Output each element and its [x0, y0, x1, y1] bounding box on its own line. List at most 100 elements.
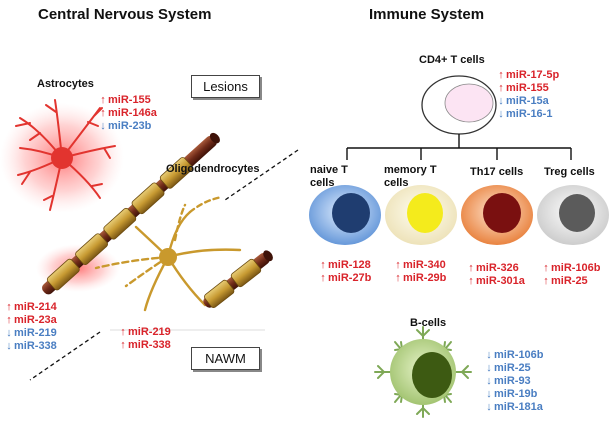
mirna-item: ↑miR-326 [466, 262, 525, 275]
memory-label-line1: memory T [384, 164, 437, 176]
th17-mirna-list: ↑miR-326↑miR-301a [466, 262, 525, 288]
mirna-name: miR-146a [108, 107, 157, 119]
mirna-name: miR-106b [494, 349, 544, 361]
mirna-item: ↓miR-93 [484, 375, 544, 388]
arrow-up-icon: ↑ [468, 275, 474, 287]
lesions-box: Lesions [191, 75, 260, 98]
mirna-name: miR-338 [14, 340, 57, 352]
astrocyte-mirna-list: ↑miR-155↑miR-146a↓miR-23b [98, 94, 157, 133]
mirna-name: miR-25 [551, 275, 588, 287]
divider-upper [224, 149, 299, 201]
naive-label-line1: naive T [310, 164, 348, 176]
arrow-up-icon: ↑ [120, 326, 126, 338]
mirna-name: miR-155 [108, 94, 151, 106]
mirna-name: miR-19b [494, 388, 538, 400]
oligodendrocyte-icon [94, 195, 242, 312]
arrow-down-icon: ↓ [6, 327, 12, 339]
mirna-item: ↑miR-29b [393, 272, 446, 285]
cd4-label: CD4+ T cells [419, 54, 485, 66]
arrow-up-icon: ↑ [543, 275, 549, 287]
divider-lower [29, 331, 101, 381]
mirna-item: ↓miR-23b [98, 120, 157, 133]
arrow-up-icon: ↑ [6, 314, 12, 326]
arrow-up-icon: ↑ [468, 262, 474, 274]
mirna-name: miR-93 [494, 375, 531, 387]
mirna-name: miR-155 [506, 82, 549, 94]
memory-t-cell-icon [385, 185, 457, 245]
mirna-name: miR-15a [506, 95, 549, 107]
mirna-item: ↓miR-25 [484, 362, 544, 375]
immune-title: Immune System [369, 6, 485, 23]
arrow-down-icon: ↓ [498, 108, 504, 120]
mirna-item: ↑miR-338 [118, 339, 171, 352]
mirna-item: ↑miR-301a [466, 275, 525, 288]
arrow-up-icon: ↑ [120, 339, 126, 351]
myelinated-axon-secondary [203, 250, 273, 309]
arrow-down-icon: ↓ [100, 120, 106, 132]
mirna-name: miR-301a [476, 275, 525, 287]
arrow-down-icon: ↓ [486, 401, 492, 413]
mirna-item: ↓miR-16-1 [496, 108, 559, 121]
mirna-item: ↓miR-338 [4, 340, 57, 353]
b-cell-icon [374, 326, 472, 418]
mirna-item: ↓miR-219 [4, 327, 57, 340]
mirna-name: miR-17-5p [506, 69, 560, 81]
mirna-name: miR-340 [403, 259, 446, 271]
mirna-item: ↑miR-340 [393, 259, 446, 272]
treg-cell-icon [537, 185, 609, 245]
arrow-up-icon: ↑ [6, 301, 12, 313]
mirna-name: miR-128 [328, 259, 371, 271]
mirna-item: ↑miR-128 [318, 259, 371, 272]
arrow-up-icon: ↑ [395, 272, 401, 284]
bcells-mirna-list: ↓miR-106b↓miR-25↓miR-93↓miR-19b↓miR-181a [484, 349, 544, 414]
memory-label-line2: cells [384, 177, 409, 189]
mirna-item: ↑miR-219 [118, 326, 171, 339]
arrow-up-icon: ↑ [100, 107, 106, 119]
mirna-item: ↓miR-19b [484, 388, 544, 401]
arrow-up-icon: ↑ [543, 262, 549, 274]
mirna-name: miR-106b [551, 262, 601, 274]
mirna-name: miR-27b [328, 272, 372, 284]
treg-mirna-list: ↑miR-106b↑miR-25 [541, 262, 601, 288]
mirna-item: ↑miR-106b [541, 262, 601, 275]
arrow-down-icon: ↓ [486, 375, 492, 387]
mirna-item: ↑miR-17-5p [496, 69, 559, 82]
arrow-up-icon: ↑ [395, 259, 401, 271]
mirna-name: miR-25 [494, 362, 531, 374]
mirna-item: ↑miR-27b [318, 272, 371, 285]
arrow-down-icon: ↓ [486, 349, 492, 361]
arrow-down-icon: ↓ [498, 95, 504, 107]
naive-label-line2: cells [310, 177, 335, 189]
astrocyte-icon [0, 99, 124, 213]
arrow-down-icon: ↓ [6, 340, 12, 352]
arrow-up-icon: ↑ [320, 272, 326, 284]
cd4-mirna-list: ↑miR-17-5p↑miR-155↓miR-15a↓miR-16-1 [496, 69, 559, 121]
oligodendrocytes-label: Oligodendrocytes [166, 163, 260, 175]
mirna-item: ↑miR-155 [98, 94, 157, 107]
mirna-name: miR-16-1 [506, 108, 553, 120]
arrow-up-icon: ↑ [100, 94, 106, 106]
bcells-label: B-cells [410, 317, 447, 329]
mirna-name: miR-326 [476, 262, 519, 274]
cns-title: Central Nervous System [38, 6, 212, 23]
lesion-mirna-list: ↑miR-214↑miR-23a↓miR-219↓miR-338 [4, 301, 57, 353]
mirna-name: miR-23a [14, 314, 57, 326]
mirna-name: miR-29b [403, 272, 447, 284]
mirna-item: ↓miR-15a [496, 95, 559, 108]
mirna-name: miR-23b [108, 120, 152, 132]
mirna-name: miR-338 [128, 339, 171, 351]
treg-label: Treg cells [544, 166, 595, 178]
mirna-name: miR-214 [14, 301, 57, 313]
arrow-up-icon: ↑ [320, 259, 326, 271]
arrow-up-icon: ↑ [498, 82, 504, 94]
mirna-item: ↑miR-23a [4, 314, 57, 327]
mirna-name: miR-219 [128, 326, 171, 338]
mirna-item: ↑miR-155 [496, 82, 559, 95]
myelinated-axon-main [42, 132, 220, 295]
mirna-item: ↑miR-214 [4, 301, 57, 314]
th17-label: Th17 cells [470, 166, 524, 178]
naive-mirna-list: ↑miR-128↑miR-27b [318, 259, 371, 285]
